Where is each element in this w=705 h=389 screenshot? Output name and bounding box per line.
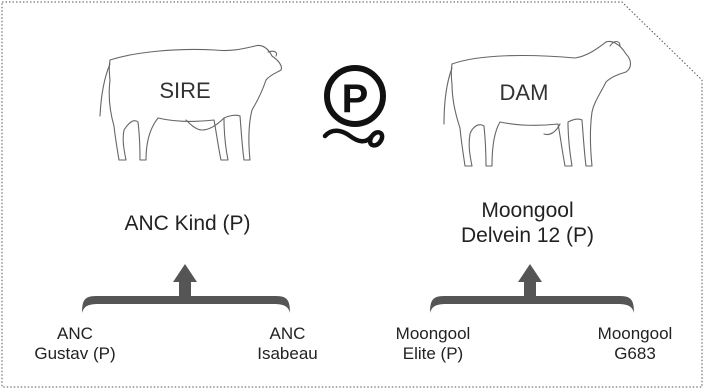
dam-grandparent-1: Moongool Elite (P) — [378, 324, 488, 365]
sire-gp2-line2: Isabeau — [257, 344, 318, 364]
cow-outline-icon — [443, 40, 632, 167]
sire-bracket-arrow — [82, 264, 290, 313]
polled-logo-icon — [322, 65, 386, 148]
bracket-arrows — [82, 264, 634, 313]
polled-logo-letter: P — [341, 77, 369, 121]
bull-outline-icon — [99, 44, 282, 161]
dam-gp1-line1: Moongool — [395, 324, 471, 343]
dam-label: DAM — [499, 80, 549, 105]
dam-gp2-line1: Moongool — [597, 324, 673, 343]
sire-grandparent-1: ANC Gustav (P) — [25, 324, 125, 365]
sire-gp1-line1: ANC — [57, 324, 93, 343]
sire-label: SIRE — [159, 78, 211, 103]
sire-grandparent-2: ANC Isabeau — [240, 324, 335, 365]
dam-bracket-arrow — [430, 264, 634, 313]
sire-gp1-line2: Gustav (P) — [34, 344, 116, 364]
dam-name-line1: Moongool — [481, 199, 574, 222]
sire-gp2-line1: ANC — [269, 324, 306, 343]
dam-gp2-line2: G683 — [614, 344, 656, 364]
sire-name: ANC Kind (P) — [124, 212, 251, 235]
dam-name: Moongool Delvein 12 (P) — [445, 198, 610, 248]
dam-name-line2: Delvein 12 (P) — [460, 224, 595, 248]
dam-gp1-line2: Elite (P) — [402, 344, 464, 364]
dam-grandparent-2: Moongool G683 — [580, 324, 690, 365]
